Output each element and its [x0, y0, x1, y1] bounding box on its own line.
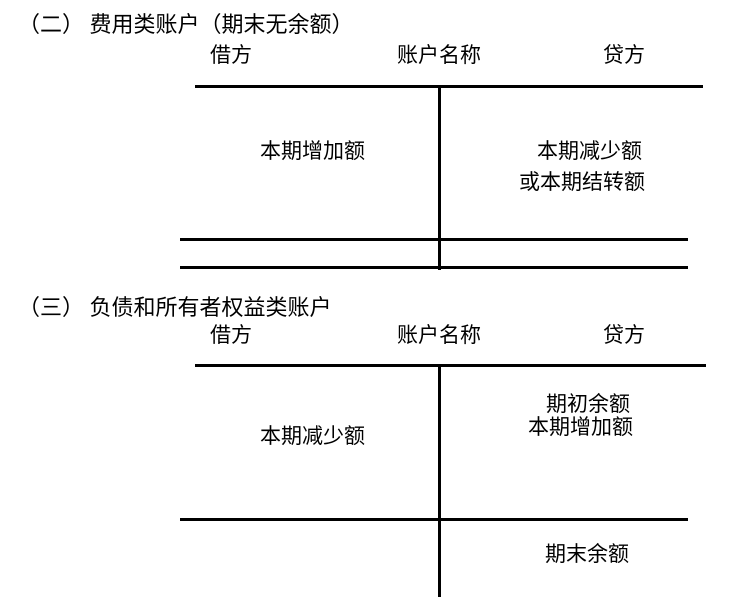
t-account-double-closing-rule — [180, 266, 688, 269]
debit-header: 借方 — [210, 43, 252, 67]
credit-header: 贷方 — [603, 323, 645, 347]
section-title: （三） 负债和所有者权益类账户 — [18, 295, 332, 320]
debit-entry-label: 本期减少额 — [260, 424, 365, 448]
t-account-top-rule — [195, 85, 703, 88]
debit-header: 借方 — [210, 323, 252, 347]
credit-header: 贷方 — [603, 43, 645, 67]
t-account-top-rule — [195, 364, 706, 367]
debit-entry-label: 本期增加额 — [260, 139, 365, 163]
section-title: （二） 费用类账户（期末无余额） — [18, 12, 354, 37]
t-account-closing-rule — [180, 518, 688, 521]
credit-entry-label: 期初余额 — [546, 392, 630, 416]
t-account-divider-rule — [438, 364, 441, 597]
account-name-header: 账户名称 — [397, 323, 481, 347]
credit-entry-label: 本期增加额 — [528, 415, 633, 439]
account-name-header: 账户名称 — [397, 43, 481, 67]
credit-entry-label: 或本期结转额 — [519, 170, 645, 194]
t-account-divider-rule — [438, 85, 441, 270]
t-account-closing-rule — [180, 238, 688, 241]
credit-entry-label: 本期减少额 — [537, 139, 642, 163]
closing-balance-label: 期末余额 — [545, 542, 629, 566]
